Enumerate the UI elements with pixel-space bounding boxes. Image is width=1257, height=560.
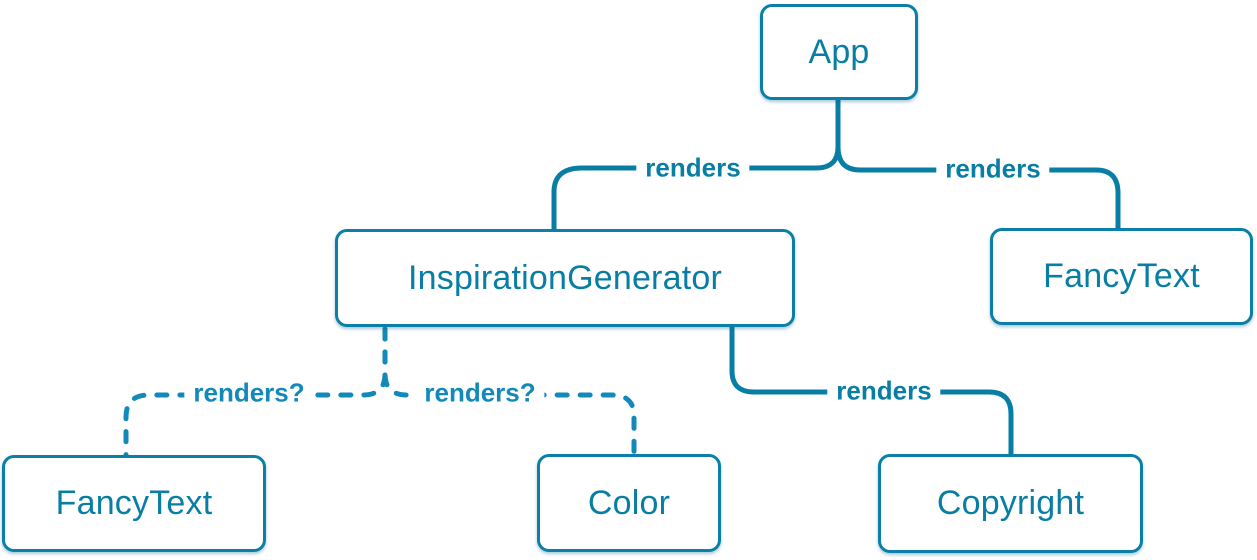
node-fancytext-bottom: FancyText: [2, 455, 266, 552]
node-color-label: Color: [587, 483, 671, 522]
edge-label-renders-inspiration-copyright: renders: [827, 377, 941, 406]
node-app-label: App: [808, 32, 870, 71]
node-inspiration-generator: InspirationGenerator: [335, 229, 795, 327]
node-fancytext-top-label: FancyText: [1043, 257, 1200, 295]
edge-label-renders-app-fancytext: renders: [936, 155, 1050, 184]
node-fancytext-bottom-label: FancyText: [55, 484, 213, 522]
edge-label-renders-question-inspiration-fancytext: renders?: [184, 379, 314, 408]
node-copyright: Copyright: [878, 454, 1143, 553]
edge-label-renders-app-inspiration: renders: [636, 154, 750, 183]
node-fancytext-top: FancyText: [990, 228, 1253, 325]
node-app: App: [760, 4, 918, 100]
edge-label-renders-question-inspiration-color: renders?: [415, 379, 545, 408]
node-inspiration-generator-label: InspirationGenerator: [408, 258, 722, 297]
node-color: Color: [537, 454, 721, 552]
node-copyright-label: Copyright: [936, 484, 1085, 522]
